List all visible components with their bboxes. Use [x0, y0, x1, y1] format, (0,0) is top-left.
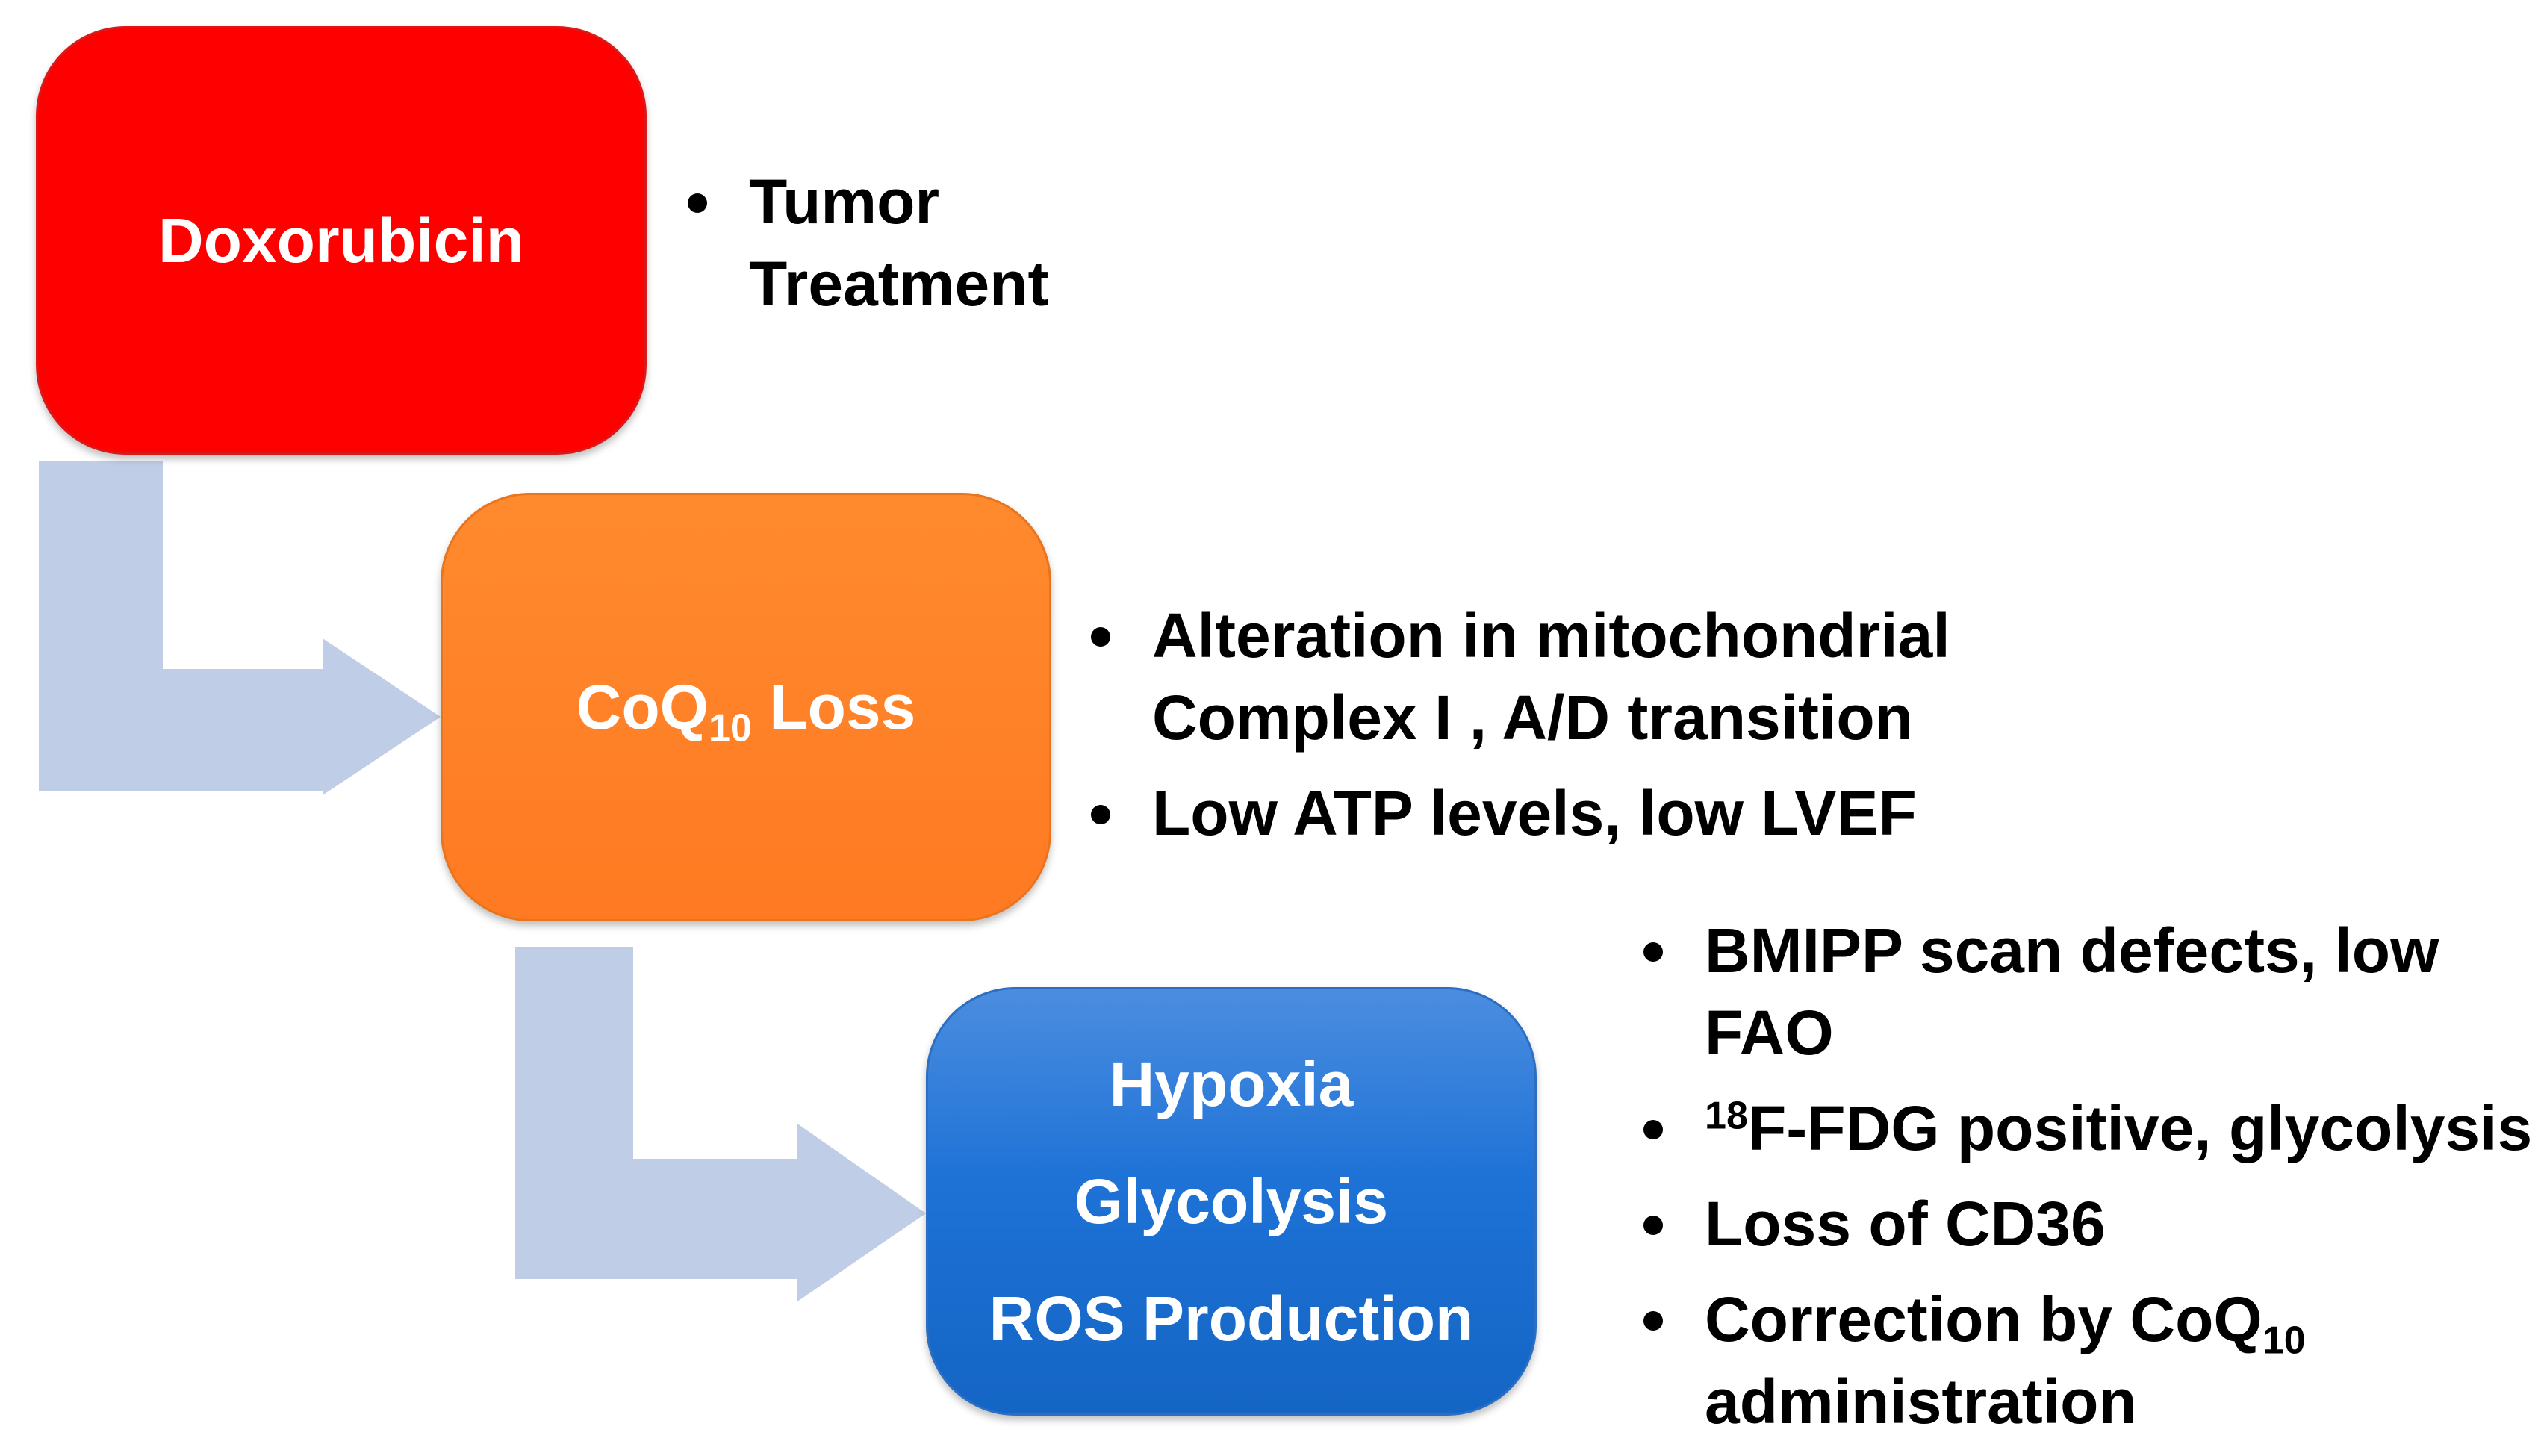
hypoxia-label: Hypoxia — [1109, 1048, 1354, 1119]
doxorubicin-notes: Tumor Treatment — [676, 161, 1048, 338]
bent-arrow-1 — [39, 461, 441, 795]
list-item: 18F-FDG positive, glycolysis — [1632, 1087, 2532, 1169]
list-item: Correction by CoQ10 administration — [1632, 1278, 2532, 1443]
bullet-icon — [1091, 805, 1110, 824]
glycolysis-label: Glycolysis — [1074, 1166, 1389, 1236]
ros-production-label: ROS Production — [989, 1283, 1474, 1354]
bullet-icon — [1643, 1311, 1663, 1331]
coq10-loss-label: CoQ10 Loss — [576, 671, 916, 750]
list-item: Tumor Treatment — [676, 161, 1048, 325]
doxorubicin-box: Doxorubicin — [36, 26, 647, 455]
list-item: Loss of CD36 — [1632, 1183, 2532, 1265]
doxorubicin-label: Doxorubicin — [158, 205, 524, 276]
list-item: Low ATP levels, low LVEF — [1079, 772, 1950, 854]
coq10-loss-box: CoQ10 Loss — [441, 493, 1051, 921]
bullet-icon — [1643, 1216, 1663, 1235]
bent-arrow-2 — [515, 947, 926, 1301]
list-item: BMIPP scan defects, low FAO — [1632, 909, 2532, 1074]
bullet-icon — [1643, 1120, 1663, 1139]
metabolic-effects-box: Hypoxia Glycolysis ROS Production — [926, 987, 1537, 1416]
metabolic-effects-notes: BMIPP scan defects, low FAO 18F-FDG posi… — [1632, 909, 2532, 1456]
bullet-icon — [1643, 942, 1663, 962]
list-item: Alteration in mitochondrial Complex I , … — [1079, 594, 1950, 759]
bullet-icon — [1091, 627, 1110, 647]
bullet-icon — [688, 193, 707, 213]
coq10-loss-notes: Alteration in mitochondrial Complex I , … — [1079, 594, 1950, 868]
